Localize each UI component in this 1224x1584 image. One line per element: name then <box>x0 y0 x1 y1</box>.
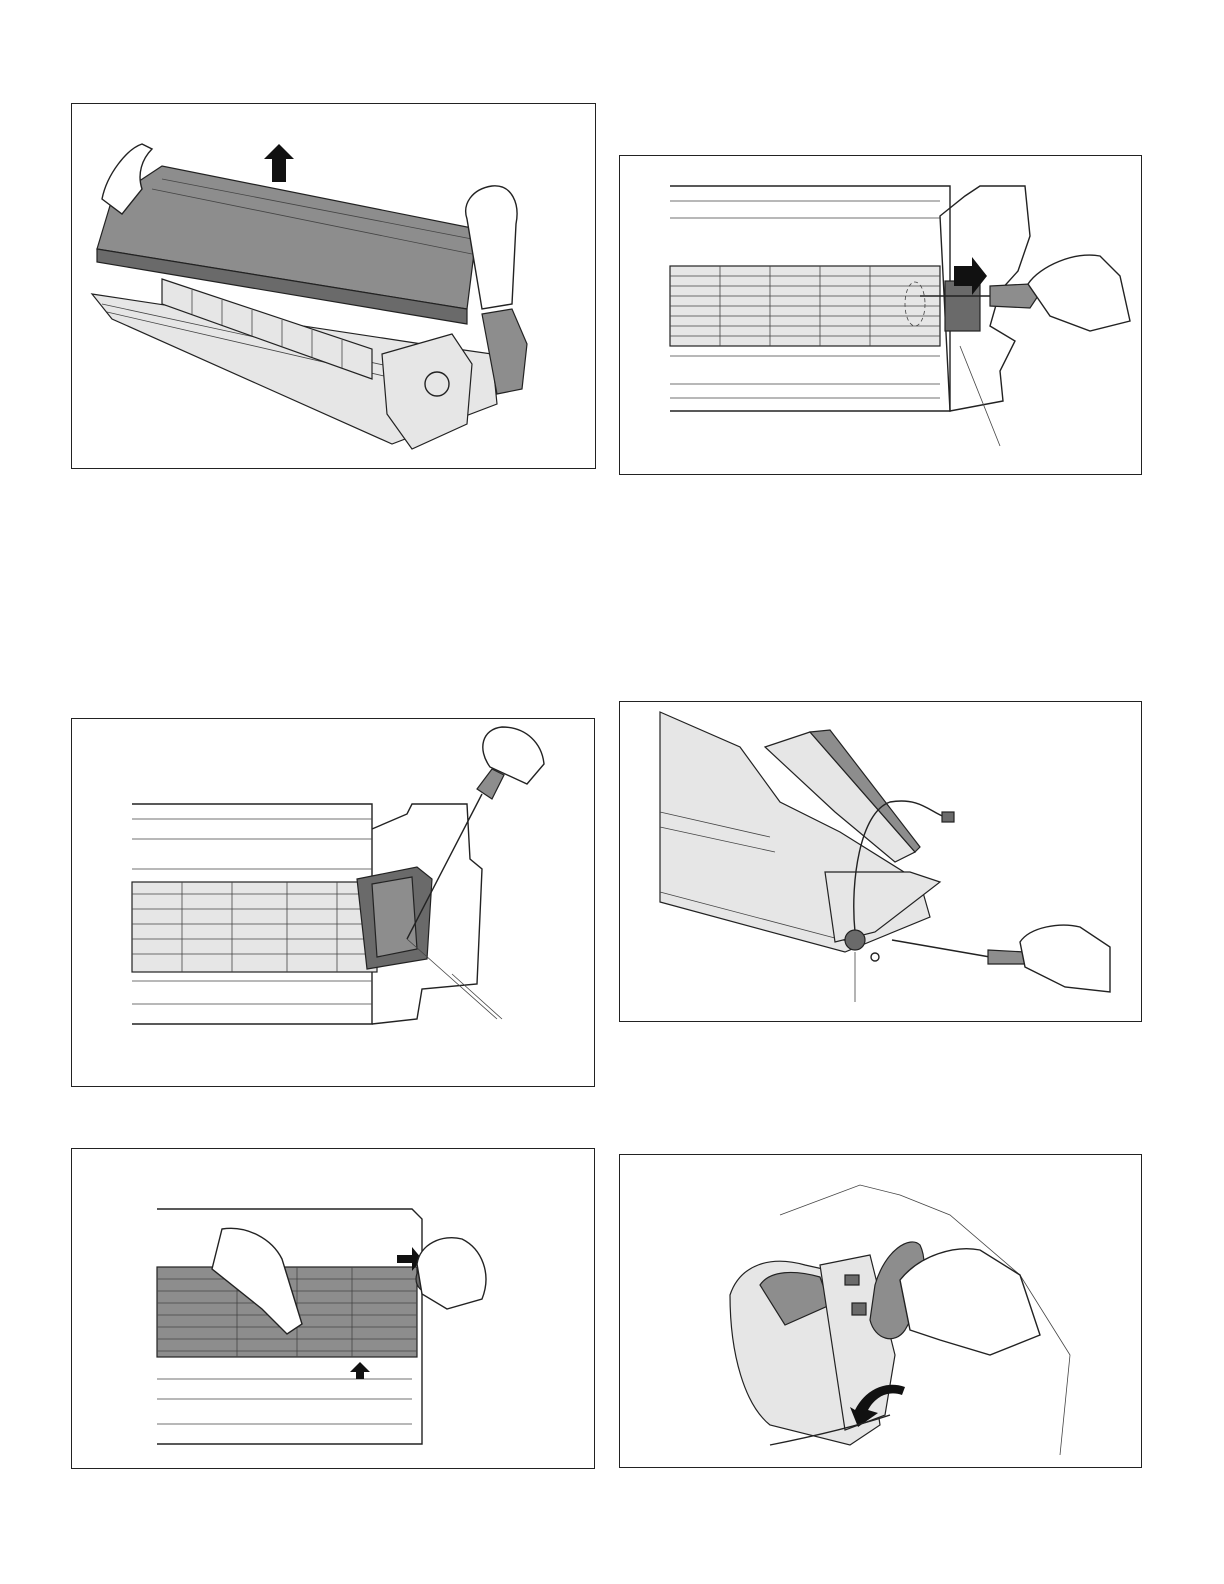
pull-fan-shaft-illustration <box>620 156 1142 475</box>
figure-lift-front-panel <box>71 103 596 469</box>
figure-pull-fan-shaft <box>619 155 1142 475</box>
figure-remove-ground-screw <box>619 701 1142 1022</box>
remove-motor-screws-illustration <box>72 719 595 1087</box>
lift-front-panel-illustration <box>72 104 596 469</box>
figure-detach-bearing-cover <box>619 1154 1142 1468</box>
figure-remove-motor-screws <box>71 718 595 1087</box>
remove-cross-flow-fan-illustration <box>72 1149 595 1469</box>
figure-remove-cross-flow-fan <box>71 1148 595 1469</box>
remove-ground-screw-illustration <box>620 702 1142 1022</box>
detach-bearing-cover-illustration <box>620 1155 1142 1468</box>
